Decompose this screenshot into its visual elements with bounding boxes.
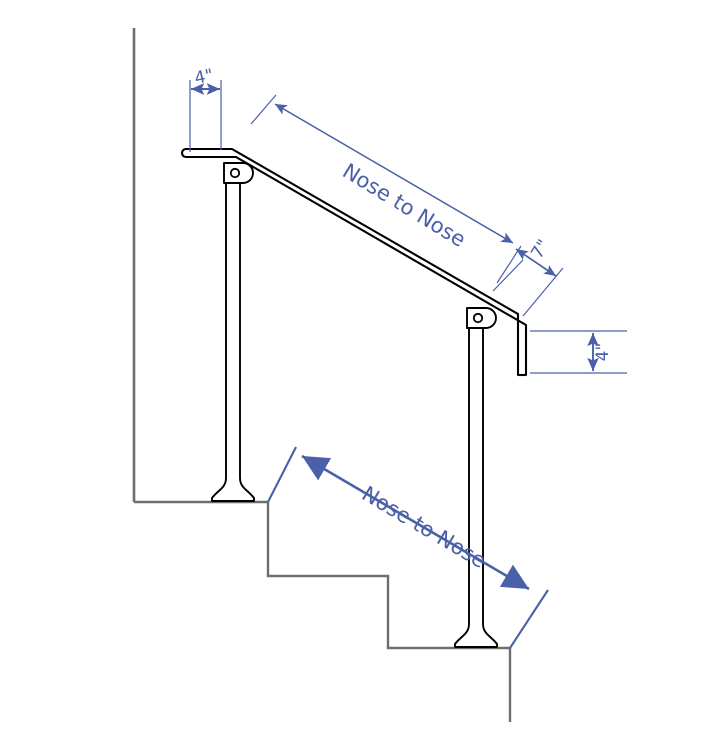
dimension-top-left-width: 4"	[189, 65, 222, 152]
dimension-rail-drop-height: 4"	[530, 330, 627, 374]
dimension-lower-nose-to-nose: Nose to Nose	[267, 446, 549, 649]
extension-line-lower-start	[267, 446, 297, 503]
handrail-assembly	[180, 147, 528, 648]
extension-line-upper-end	[492, 259, 524, 292]
upper-post	[211, 170, 255, 502]
extension-line-7in-end	[522, 267, 564, 317]
lower-post-flange-base	[454, 623, 498, 648]
dimension-line	[301, 454, 530, 591]
upper-pivot-joint	[223, 162, 254, 184]
dimension-upper-nose-to-nose: Nose to Nose	[250, 94, 524, 292]
extension-line-7in-start	[496, 245, 522, 284]
lower-pivot-joint	[466, 307, 497, 329]
dimension-label-4in-right: 4"	[593, 343, 613, 362]
dimension-label-nose-to-nose-upper: Nose to Nose	[338, 159, 469, 252]
extension-line-lower-end	[509, 589, 549, 649]
extension-line-upper-start	[250, 94, 277, 125]
upper-post-flange-base	[211, 477, 255, 502]
dimension-label-4in-top: 4"	[193, 65, 215, 88]
dimension-label-nose-to-nose-lower: Nose to Nose	[358, 482, 490, 573]
lower-post	[454, 320, 498, 648]
dimension-line	[515, 248, 557, 277]
dimension-line	[274, 103, 514, 244]
